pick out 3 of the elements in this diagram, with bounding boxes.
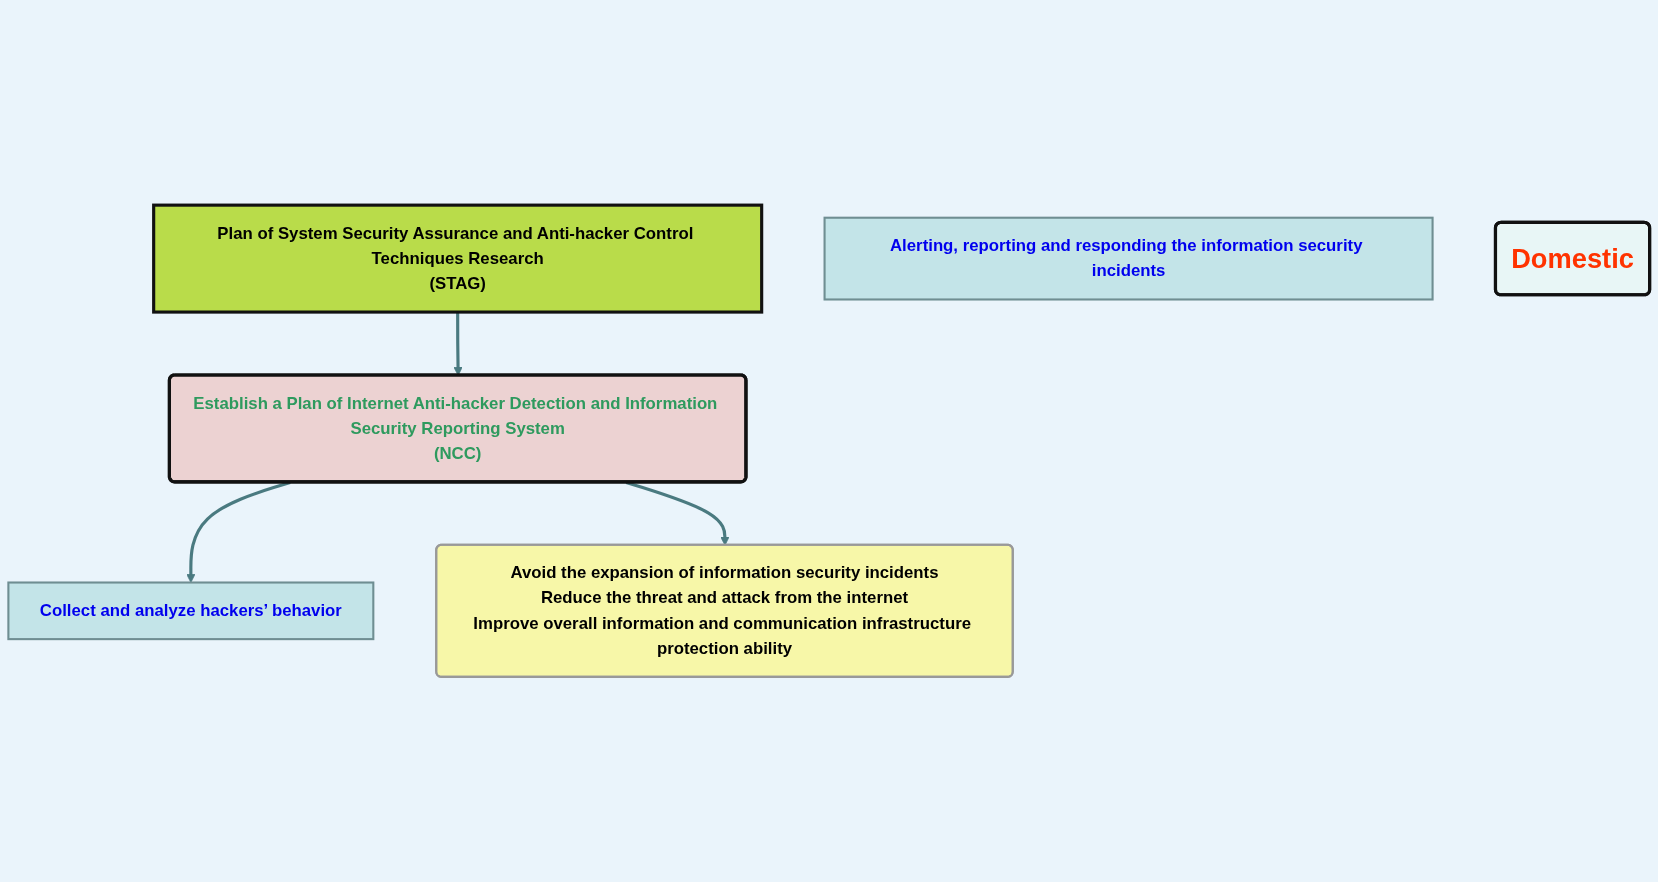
node-box: Collect and analyze hackers’ behavior [7,581,375,641]
node-box: Plan of System Security Assurance and Anti-hacker Control Techniques Research (STAG) [152,203,764,314]
node-box: Alerting, reporting and responding the information security incidents [823,216,1434,301]
